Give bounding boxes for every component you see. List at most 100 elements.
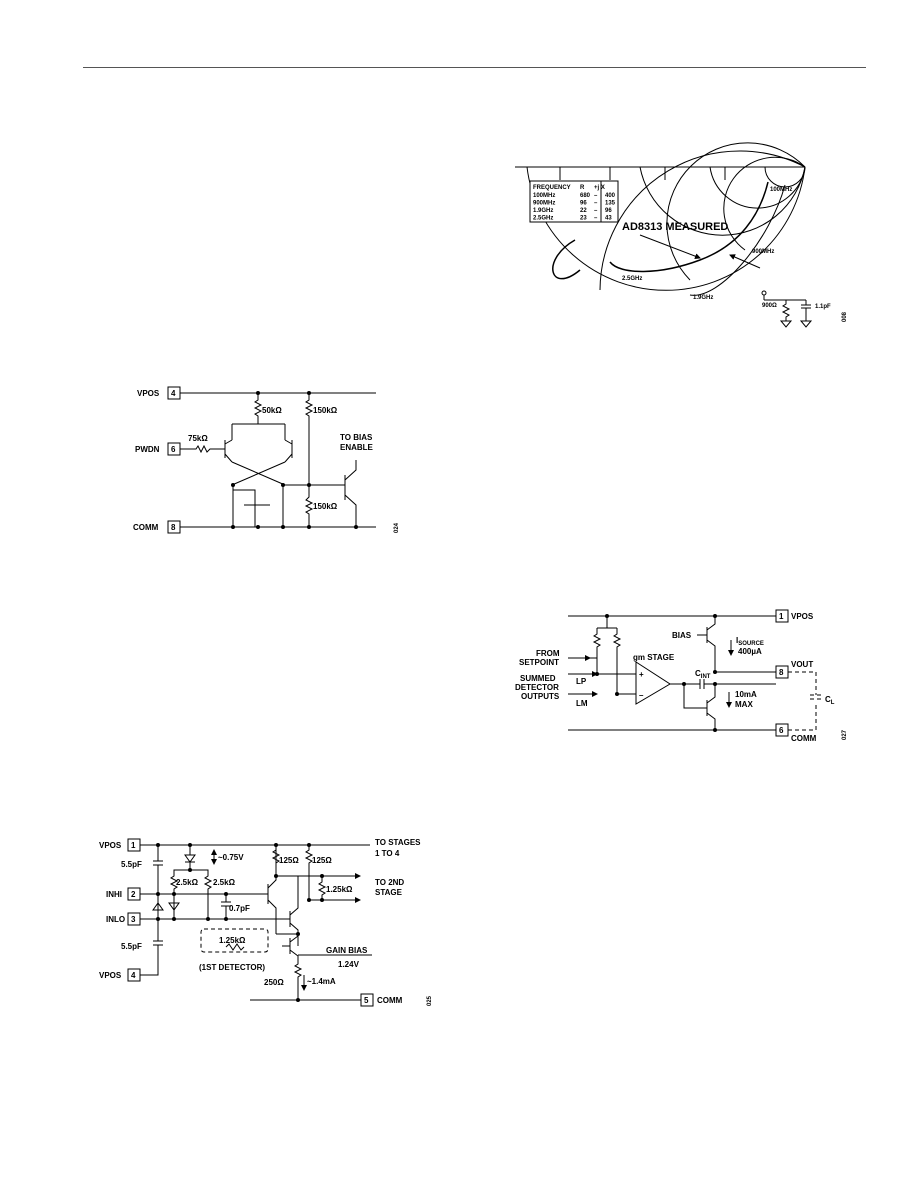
gm-vpos-label: VPOS xyxy=(791,612,814,621)
gm-cint: CINT xyxy=(695,669,711,680)
pwdn-r4: 150kΩ xyxy=(313,502,338,511)
smith-r-circle-2 xyxy=(709,166,806,209)
smith-row-dash: – xyxy=(594,216,598,222)
in-pin-vpos4-label: VPOS xyxy=(99,971,122,980)
pwdn-pin-vpos-label: VPOS xyxy=(137,389,160,398)
in-r25b: 2.5kΩ xyxy=(213,878,236,887)
in-r125k: 1.25kΩ xyxy=(326,885,353,894)
smith-table-cell: 135 xyxy=(605,201,616,207)
in-fig-code: 025 xyxy=(427,995,433,1006)
in-pin-vpos1-label: VPOS xyxy=(99,841,122,850)
in-r250: 250Ω xyxy=(264,978,284,987)
smith-table-cell: 2.5GHz xyxy=(533,216,553,222)
input-stage-figure: VPOS 1 INHI 2 INLO 3 VPOS 4 5.5pF 5.5pF … xyxy=(99,838,433,1007)
smith-r-circle-1 xyxy=(639,166,806,236)
pwdn-r2: 150kΩ xyxy=(313,406,338,415)
smith-table-cell: 1.9GHz xyxy=(533,208,553,214)
gm-sum-3: OUTPUTS xyxy=(521,692,560,701)
in-to-2: 1 TO 4 xyxy=(375,849,400,858)
header-rule xyxy=(83,67,866,68)
in-pin-inhi-label: INHI xyxy=(106,890,122,899)
smith-c-label: 1.1pF xyxy=(815,304,831,310)
in-r125a: 125Ω xyxy=(279,856,299,865)
smith-measured-label: AD8313 MEASURED xyxy=(622,221,728,233)
in-pin-inlo-num: 3 xyxy=(131,915,136,924)
f900-arrow xyxy=(729,254,761,269)
smith-model-trace xyxy=(689,184,786,296)
measured-arrow xyxy=(639,234,701,260)
gm-from-1: FROM xyxy=(536,649,560,658)
smith-r-circle-3 xyxy=(764,166,806,188)
gm-sink-2: MAX xyxy=(735,700,753,709)
in-r125k-det: 1.25kΩ xyxy=(219,936,246,945)
smith-f25: 2.5GHz xyxy=(622,276,642,282)
in-c2: 5.5pF xyxy=(121,942,142,951)
gm-stage-label: gm STAGE xyxy=(633,653,675,662)
gm-fig-code: 027 xyxy=(842,729,848,740)
in-to-1: TO STAGES xyxy=(375,838,421,847)
smith-hdr-x: +j X xyxy=(594,185,605,191)
pwdn-pin-comm-num: 8 xyxy=(171,523,176,532)
smith-fig-code: 008 xyxy=(842,311,848,322)
smith-hdr-r: R xyxy=(580,185,585,191)
in-comm-pin: 5 xyxy=(364,996,369,1005)
pwdn-circuit-figure: VPOS 4 PWDN 6 COMM 8 50kΩ 150kΩ 75kΩ 150… xyxy=(133,386,400,534)
gm-plus: + xyxy=(639,670,644,679)
in-i14: ~1.4mA xyxy=(307,977,336,986)
in-pin-inhi-num: 2 xyxy=(131,890,136,899)
smith-hdr-freq: FREQUENCY xyxy=(533,185,571,191)
gm-comm-label: COMM xyxy=(791,734,817,743)
pwdn-out-2: ENABLE xyxy=(340,443,374,452)
smith-f100: 100MHz xyxy=(770,187,792,193)
gm-lp: LP xyxy=(576,677,587,686)
smith-x-arc-3 xyxy=(723,156,806,251)
gm-amplifier-symbol xyxy=(635,661,671,705)
smith-x-arc-2 xyxy=(666,142,806,281)
smith-r-label: 900Ω xyxy=(762,303,777,309)
gm-comm-pin: 6 xyxy=(779,726,784,735)
smith-f900: 900MHz xyxy=(752,249,774,255)
in-r25a: 2.5kΩ xyxy=(176,878,199,887)
smith-row-dash: – xyxy=(594,193,598,199)
gm-sum-2: DETECTOR xyxy=(515,683,559,692)
in-c1: 5.5pF xyxy=(121,860,142,869)
gm-isource: ISOURCE xyxy=(736,636,764,647)
gm-stage-figure: 1 VPOS 8 VOUT 6 COMM FROM SETPOINT SUMME… xyxy=(515,609,848,743)
gm-sum-1: SUMMED xyxy=(520,674,556,683)
pwdn-pin-comm-label: COMM xyxy=(133,523,159,532)
smith-row-dash: – xyxy=(594,208,598,214)
smith-grid-ticks xyxy=(559,167,726,180)
smith-table-cell: 400 xyxy=(605,193,616,199)
in-gain-bias: GAIN BIAS xyxy=(326,946,368,955)
pwdn-fig-code: 024 xyxy=(394,522,400,533)
gm-minus: – xyxy=(639,691,644,700)
in-v075: ~0.75V xyxy=(218,853,244,862)
in-to-3: TO 2ND xyxy=(375,878,404,887)
in-pin-vpos4-num: 4 xyxy=(131,971,136,980)
in-detector-box xyxy=(200,928,269,953)
smith-measured-trace xyxy=(609,181,769,273)
in-pin-inlo-label: INLO xyxy=(106,915,125,924)
smith-f19: 1.9GHz xyxy=(693,295,713,301)
smith-table-cell: 23 xyxy=(580,216,587,222)
smith-trace-tail xyxy=(552,239,581,280)
in-gain-v: 1.24V xyxy=(338,960,360,969)
smith-table-cell: 900MHz xyxy=(533,201,555,207)
smith-row-dash: – xyxy=(594,201,598,207)
smith-table-cell: 96 xyxy=(580,201,587,207)
pwdn-out-1: TO BIAS xyxy=(340,433,373,442)
smith-table-box xyxy=(529,180,619,223)
smith-table-cell: 43 xyxy=(605,216,612,222)
in-c07: 0.7pF xyxy=(229,904,250,913)
pwdn-pin-vpos-num: 4 xyxy=(171,389,176,398)
smith-x-arc-1 xyxy=(599,150,806,291)
gm-vpos-pin: 1 xyxy=(779,612,784,621)
in-comm-label: COMM xyxy=(377,996,403,1005)
smith-outer-circle xyxy=(526,166,806,291)
gm-from-2: SETPOINT xyxy=(519,658,559,667)
smith-table-cell: 680 xyxy=(580,193,591,199)
smith-table-cell: 22 xyxy=(580,208,587,214)
